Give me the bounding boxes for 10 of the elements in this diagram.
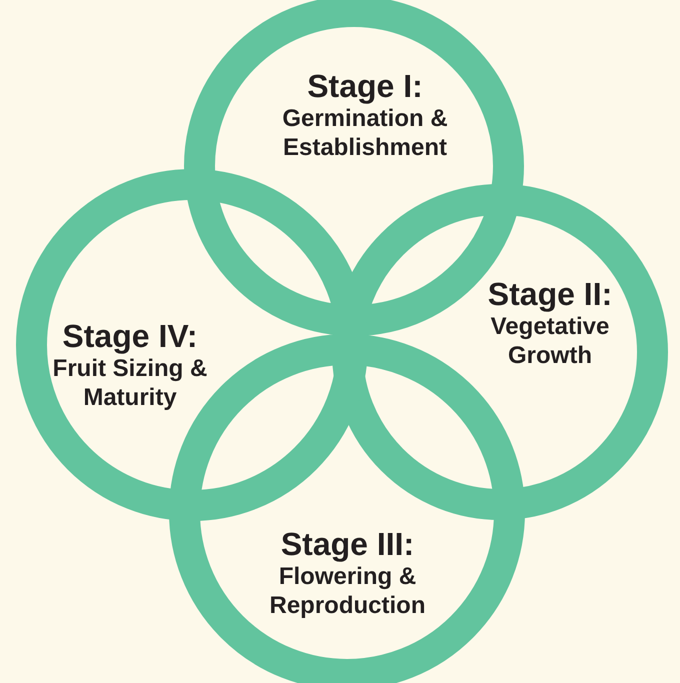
stage-description: Vegetative Growth [490,312,610,370]
stage-heading: Stage III: [280,526,414,562]
stage-ring [332,184,668,520]
stage-heading: Stage II: [488,276,612,312]
stage-description: Fruit Sizing & Maturity [52,354,208,412]
stage-description: Flowering & Reproduction [268,562,426,620]
stage-description: Germination & Establishment [281,104,449,162]
stage-ring [16,169,368,521]
stage-heading: Stage IV: [62,318,198,354]
stage-heading: Stage I: [307,68,423,104]
